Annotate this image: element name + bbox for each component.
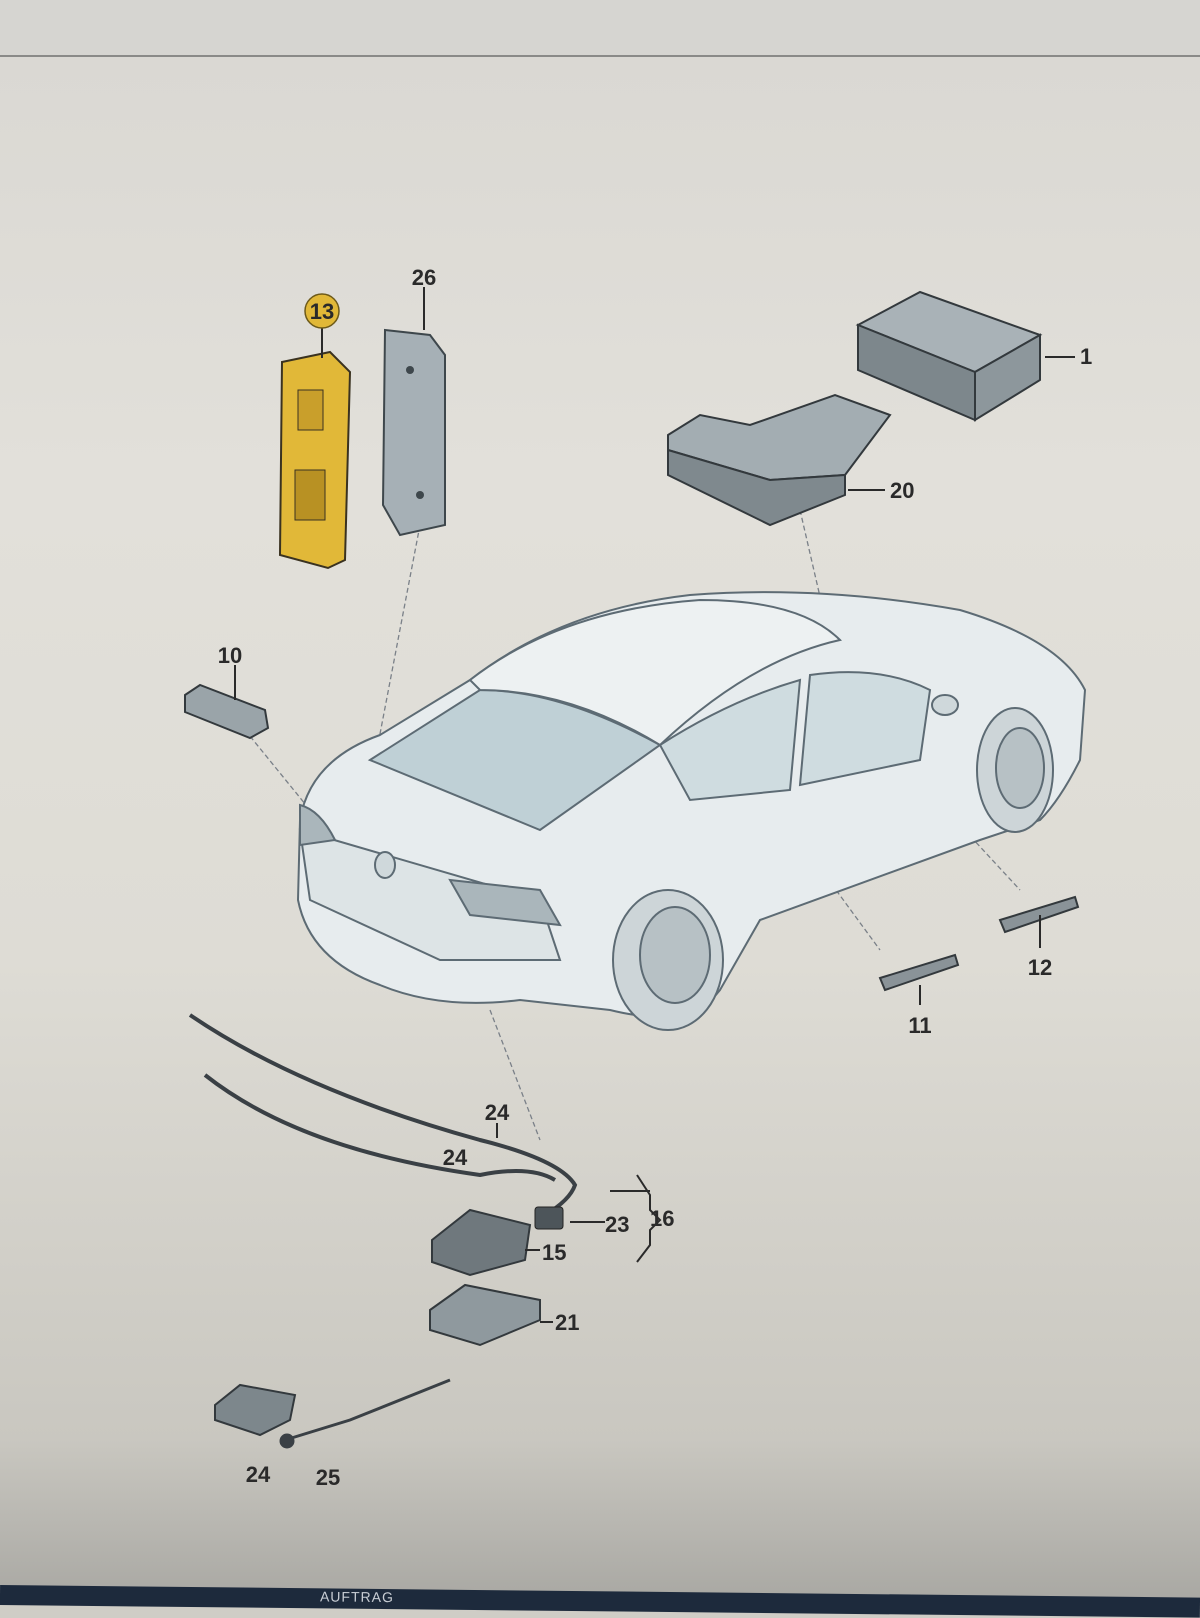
wiring-harness[interactable] xyxy=(188,1013,578,1217)
car-illustration xyxy=(296,591,1087,1031)
part-11-strip[interactable] xyxy=(878,953,960,992)
part-15-control-unit[interactable] xyxy=(431,1208,532,1277)
label-12[interactable]: 12 xyxy=(1028,955,1052,980)
label-13[interactable]: 13 xyxy=(310,299,334,324)
label-25[interactable]: 25 xyxy=(316,1465,340,1490)
part-25-cable[interactable] xyxy=(279,1378,451,1449)
label-1[interactable]: 1 xyxy=(1080,344,1092,369)
part-12-strip[interactable] xyxy=(998,895,1080,934)
label-24-upper[interactable]: 24 xyxy=(485,1100,510,1125)
part-23-connector[interactable] xyxy=(534,1206,564,1230)
part-26-bracket[interactable] xyxy=(381,328,446,537)
selected-part-marker[interactable] xyxy=(304,293,340,329)
part-13-control-unit[interactable] xyxy=(278,350,352,570)
part-20-tray[interactable] xyxy=(667,393,892,527)
label-20[interactable]: 20 xyxy=(890,478,914,503)
label-16[interactable]: 16 xyxy=(650,1206,674,1231)
label-24-bottom[interactable]: 24 xyxy=(246,1462,271,1487)
label-10[interactable]: 10 xyxy=(218,643,242,668)
label-21[interactable]: 21 xyxy=(555,1310,579,1335)
bottom-bar-text: AUFTRAG xyxy=(319,1588,394,1606)
part-1-module[interactable] xyxy=(855,290,1043,422)
part-24-holder[interactable] xyxy=(214,1383,297,1437)
top-toolbar xyxy=(0,0,1200,57)
part-10-sensor[interactable] xyxy=(184,683,270,740)
label-24-lower[interactable]: 24 xyxy=(443,1145,468,1170)
label-23[interactable]: 23 xyxy=(605,1212,629,1237)
label-15[interactable]: 15 xyxy=(542,1240,566,1265)
label-11[interactable]: 11 xyxy=(908,1013,931,1038)
part-21-bracket[interactable] xyxy=(429,1283,541,1347)
label-26[interactable]: 26 xyxy=(412,265,436,290)
